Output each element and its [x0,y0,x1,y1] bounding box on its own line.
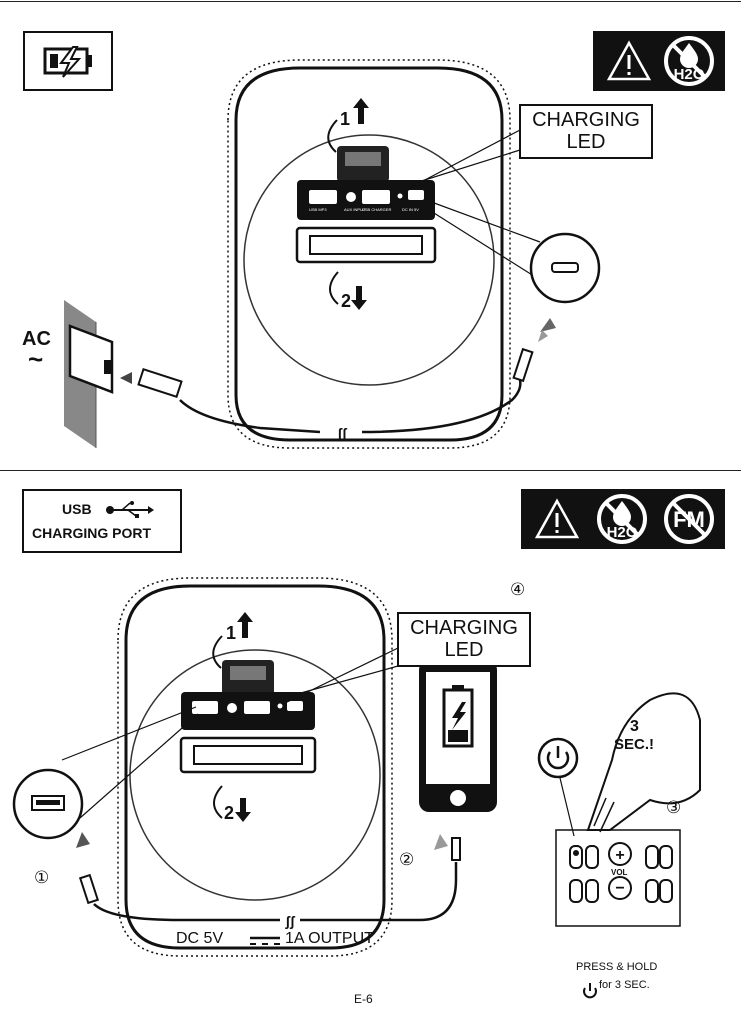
small-power-icon [583,983,597,999]
charging-led-callout-top: CHARGING LED [519,104,653,159]
top-rule [0,1,741,2]
battery-charging-icon [43,46,92,78]
press-hold-line2: for 3 SEC. [599,979,650,991]
callout-3: ③ [666,798,682,817]
callout-2: ② [399,850,415,869]
charging-led-callout-bottom: CHARGING LED [397,612,531,667]
panel-label-aux: AUX INPUT [344,207,366,212]
page-number: E-6 [354,992,373,1006]
warning-triangle-icon [534,498,580,539]
callout-4: ④ [510,580,526,599]
warning-badge-bottom: H2O FM [521,489,725,549]
no-water-icon: H2O [664,36,714,86]
ac-tilde: ~ [28,344,44,374]
press-hold-line1: PRESS & HOLD [576,961,658,973]
charging-led-label: CHARGING LED [532,109,640,153]
panel-label-usb-charger: USB CHARGER [362,207,392,212]
charging-led-label: CHARGING LED [410,617,518,661]
charging-port-title: CHARGING PORT [32,525,151,541]
usb-title: USB [62,501,92,517]
dc-output-suffix: 1A OUTPUT [285,930,374,947]
step-2-label-top: 2 [341,291,352,311]
warning-triangle-icon [606,40,652,81]
svg-text:−: − [615,880,624,897]
battery-charge-badge [23,31,113,91]
hold-seconds-label: SEC.! [614,736,655,753]
ac-label: AC [22,328,51,350]
vol-label: VOL [611,868,628,877]
callout-1: ① [34,868,50,887]
no-water-icon: H2O [597,494,647,544]
svg-text:ʃʃ: ʃʃ [336,425,348,441]
dc-output-prefix: DC 5V [176,930,224,947]
panel-label-usb-mp3: USB MP3 [309,207,327,212]
no-fm-icon: FM [664,494,714,544]
svg-text:ʃʃ: ʃʃ [284,913,296,929]
step-2-label-bottom: 2 [224,803,235,823]
hold-seconds-number: 3 [630,718,639,735]
section-divider [0,470,741,471]
step-1-label-top: 1 [340,109,351,129]
panel-label-dc-in: DC IN 5V [402,207,419,212]
step-1-label-bottom: 1 [226,623,237,643]
svg-text:+: + [615,847,624,864]
speaker-rear-diagram-top: ʃʃ [64,59,601,449]
usb-symbol-icon [106,501,154,518]
usb-charging-port-badge: USB CHARGING PORT [22,489,182,553]
warning-badge-top: H2O [593,31,725,91]
